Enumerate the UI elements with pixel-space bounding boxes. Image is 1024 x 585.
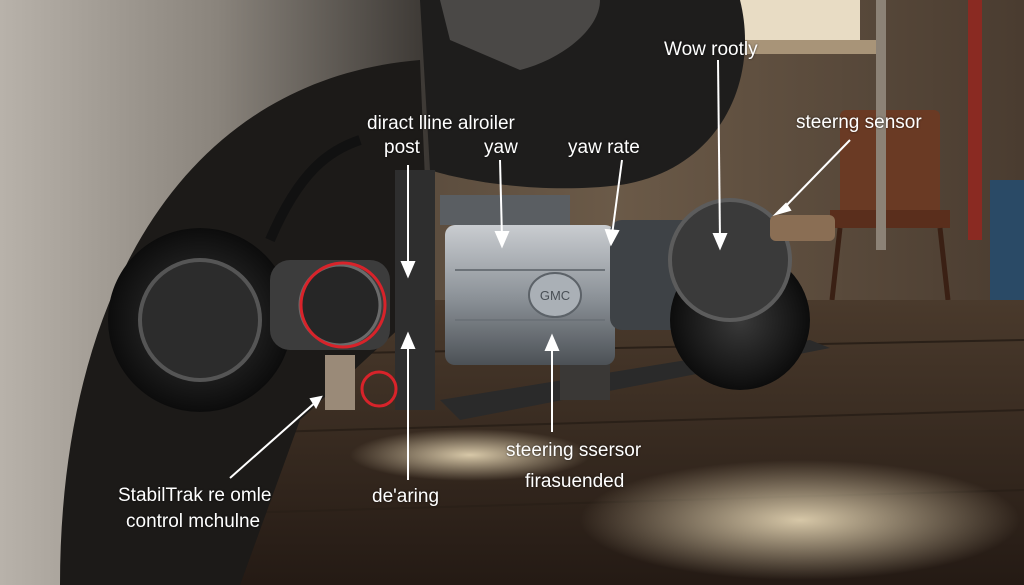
seat-highlight bbox=[440, 0, 600, 70]
blue-cabinet bbox=[990, 180, 1024, 310]
label-stabilitrak-line1: StabilTrak re omle bbox=[118, 485, 272, 506]
right-hub bbox=[668, 198, 792, 322]
arrow-line bbox=[499, 159, 503, 239]
gmc-emblem bbox=[528, 272, 582, 318]
arrow-line bbox=[611, 159, 623, 236]
arrow-head bbox=[772, 202, 792, 217]
wall-pipe bbox=[876, 0, 886, 250]
arrow-head bbox=[494, 231, 510, 249]
chair-back bbox=[840, 110, 940, 220]
chair-seat bbox=[830, 210, 950, 228]
callout-arrows bbox=[229, 59, 851, 480]
label-dearing: de'aring bbox=[372, 486, 440, 507]
arrow-line bbox=[779, 139, 851, 213]
window-sill bbox=[700, 40, 880, 54]
red-pipe bbox=[968, 0, 982, 240]
label-steering-sensor-top: steerng sensor bbox=[796, 112, 922, 133]
label-diract-line: diract lline alroiler bbox=[367, 113, 515, 134]
arrow-line bbox=[229, 399, 319, 479]
chair-leg bbox=[937, 227, 951, 301]
label-wow-rootly: Wow rootly bbox=[664, 39, 758, 60]
arrow-head bbox=[712, 233, 728, 251]
chair-leg bbox=[829, 227, 843, 301]
hose bbox=[265, 135, 362, 242]
left-hub-ring bbox=[138, 258, 262, 382]
label-yaw: yaw bbox=[484, 137, 518, 158]
highlight-circle-small bbox=[360, 370, 398, 408]
label-stabilitrak-line2: control mchulne bbox=[126, 511, 261, 532]
arrow-head bbox=[309, 395, 323, 410]
module-top-plate bbox=[440, 195, 570, 225]
sunlight-patch bbox=[580, 460, 1020, 580]
axle-bracket bbox=[560, 360, 610, 400]
label-yaw-rate: yaw rate bbox=[568, 137, 640, 158]
label-firasuended: firasuended bbox=[525, 471, 625, 492]
arrow-line bbox=[717, 59, 721, 241]
sunlight-patch bbox=[350, 429, 590, 481]
arrow-head bbox=[400, 331, 416, 349]
highlight-circle-bearing bbox=[299, 261, 387, 349]
steering-shaft bbox=[770, 215, 835, 241]
label-steering-sersor: steering ssersor bbox=[506, 440, 642, 461]
arrow-head bbox=[400, 261, 416, 279]
spring-coil bbox=[325, 355, 355, 410]
vertical-frame bbox=[395, 170, 435, 410]
gmc-emblem-text: GMC bbox=[540, 288, 570, 303]
arrow-head bbox=[604, 228, 620, 247]
arrow-head bbox=[544, 333, 560, 351]
label-post: post bbox=[384, 137, 420, 158]
